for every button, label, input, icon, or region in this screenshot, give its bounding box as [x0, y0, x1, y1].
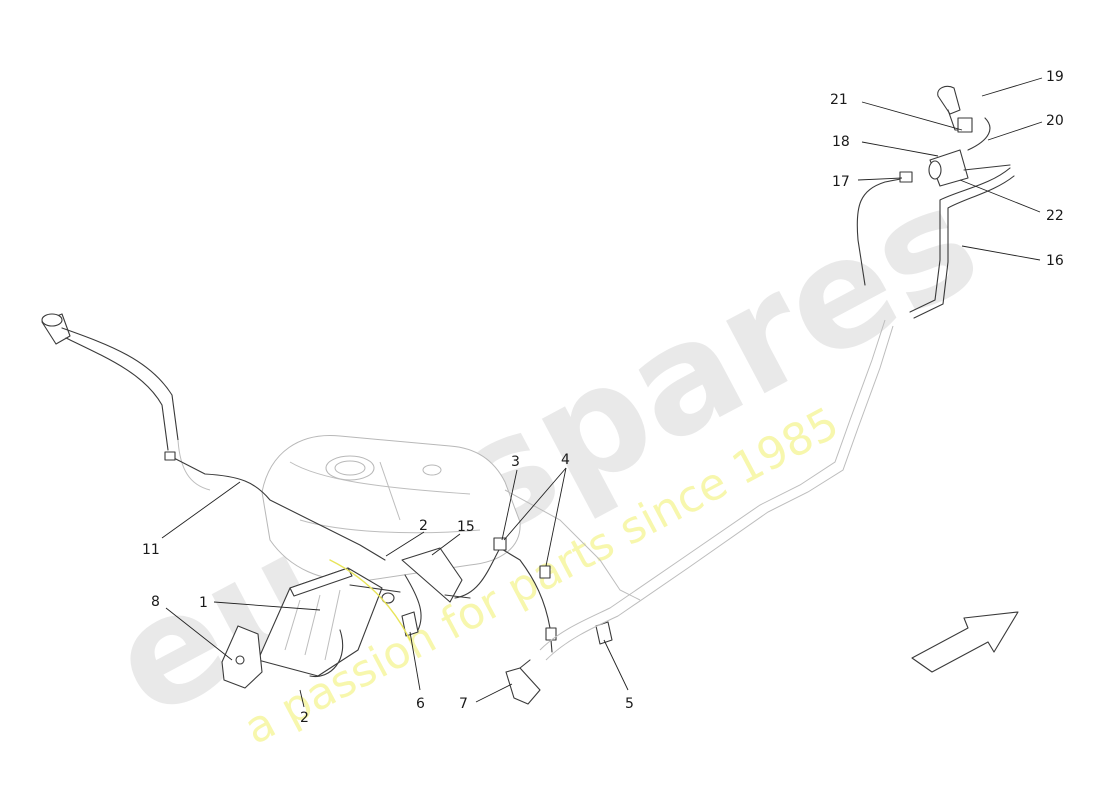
callout-4: 4: [561, 452, 570, 468]
line-3: [454, 537, 557, 653]
filler-neck: [41, 313, 211, 491]
callout-15: 15: [457, 519, 475, 535]
breather-line: [164, 451, 386, 561]
callout-2-upper: 2: [419, 518, 428, 534]
clip-5: [595, 621, 613, 645]
callout-7: 7: [459, 696, 468, 712]
callout-19: 19: [1046, 69, 1064, 85]
clip-4: [539, 565, 551, 579]
fuel-tank-outline: [261, 435, 521, 582]
main-fuel-line: [504, 319, 894, 661]
callout-2-lower: 2: [300, 710, 309, 726]
connector-7: [505, 659, 541, 705]
callout-8: 8: [151, 594, 160, 610]
callout-17: 17: [832, 174, 850, 190]
callout-3: 3: [511, 454, 520, 470]
direction-arrow: [911, 611, 1019, 673]
line-16: [909, 167, 1015, 319]
carbon-canister: [257, 567, 401, 678]
callout-11: 11: [142, 542, 160, 558]
callout-1: 1: [199, 595, 208, 611]
callout-16: 16: [1046, 253, 1064, 269]
canister-bracket: [221, 625, 263, 689]
callout-18: 18: [832, 134, 850, 150]
callout-20: 20: [1046, 113, 1064, 129]
callout-21: 21: [830, 92, 848, 108]
vent-hose-15: [401, 547, 471, 631]
leader-lines: [161, 77, 1043, 708]
callout-22: 22: [1046, 208, 1064, 224]
callout-5: 5: [625, 696, 634, 712]
callout-numbers: 1 2 2 3 4 5 6 7 8 11 15 16 17 18 19 20 2…: [142, 69, 1064, 726]
purge-valve-assembly: [856, 85, 1011, 286]
callout-6: 6: [416, 696, 425, 712]
watermark-accent: [329, 559, 411, 641]
